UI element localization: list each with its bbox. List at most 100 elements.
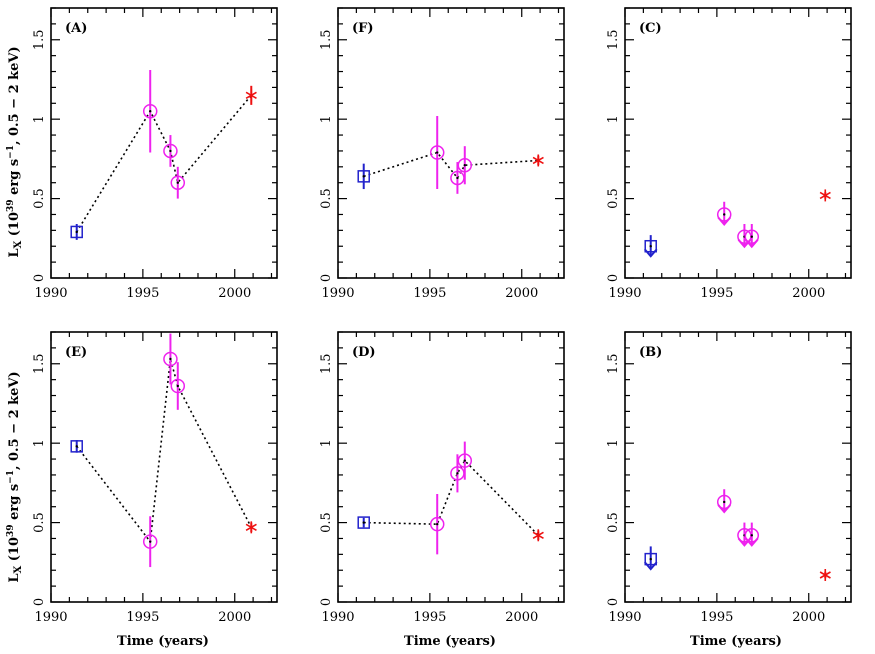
- panel-label: (F): [352, 21, 374, 36]
- star-marker: [819, 569, 831, 581]
- plot-frame: [337, 331, 565, 603]
- panel-label: (D): [352, 345, 376, 360]
- center-dot: [436, 151, 439, 154]
- y-tick-label: 0: [606, 274, 621, 282]
- y-tick-label: 0: [606, 598, 621, 606]
- center-dot: [169, 149, 172, 153]
- y-tick-label: 0: [32, 274, 47, 282]
- circle-marker: [142, 534, 158, 549]
- y-tick-label: 0.5: [32, 512, 47, 533]
- square-marker: [70, 225, 83, 239]
- x-axis-title-middle: Time (years): [404, 634, 496, 649]
- circle-marker: [429, 516, 445, 532]
- x-tick-label: 1990: [608, 286, 641, 301]
- center-dot: [463, 164, 466, 167]
- square-marker: [70, 440, 83, 453]
- y-tick-label: 1: [606, 439, 621, 447]
- center-dot: [649, 245, 652, 248]
- panel-label: (E): [65, 345, 87, 360]
- center-dot: [463, 459, 466, 462]
- panel-5: 1990 1995 2000 0 0.5 1 1.5 (B): [606, 331, 852, 625]
- x-tick-label: 1995: [413, 610, 446, 625]
- y-tick-label: 0.5: [606, 512, 621, 533]
- x-tick-label: 2000: [218, 610, 251, 625]
- x-tick-label: 1990: [321, 610, 354, 625]
- star-marker: [245, 521, 257, 534]
- center-dot: [750, 235, 753, 238]
- x-tick-label: 2000: [792, 610, 825, 625]
- x-tick-label: 2000: [505, 286, 538, 301]
- star-marker: [245, 89, 257, 102]
- x-axis-title-right: Time (years): [690, 634, 782, 649]
- y-tick-label: 1: [319, 439, 334, 447]
- connecting-line: [363, 151, 539, 180]
- circle-marker: [744, 528, 760, 543]
- circle-marker: [716, 207, 732, 222]
- y-tick-label: 1: [606, 115, 621, 123]
- y-tick-label: 1.5: [606, 353, 621, 374]
- connecting-line: [76, 94, 252, 233]
- circle-marker: [744, 229, 760, 244]
- y-tick-label: 0.5: [319, 188, 334, 209]
- connecting-line: [76, 358, 252, 544]
- y-tick-label: 0.5: [32, 188, 47, 209]
- circle-marker: [457, 453, 473, 468]
- plot-frame: [624, 331, 852, 603]
- y-tick-label: 0: [32, 598, 47, 606]
- circle-marker: [716, 494, 732, 510]
- center-dot: [456, 176, 459, 180]
- y-tick-label: 1: [32, 115, 47, 123]
- x-axis-title-left: Time (years): [117, 634, 209, 649]
- square-marker: [357, 516, 370, 529]
- star-marker: [819, 189, 831, 202]
- x-tick-label: 1995: [126, 610, 159, 625]
- plot-frame: [50, 7, 278, 279]
- y-axis-title-top: LX (1039 erg s−1, 0.5 − 2 keV): [6, 46, 24, 257]
- x-tick-label: 2000: [218, 286, 251, 301]
- center-dot: [723, 500, 726, 504]
- plot-frame: [624, 7, 852, 279]
- x-tick-label: 1990: [34, 286, 67, 301]
- center-dot: [149, 540, 152, 543]
- x-tick-label: 1995: [700, 610, 733, 625]
- y-tick-label: 0.5: [606, 188, 621, 209]
- center-dot: [75, 445, 78, 448]
- circle-marker: [163, 143, 178, 159]
- center-dot: [75, 230, 78, 234]
- circle-marker: [163, 351, 178, 367]
- center-dot: [169, 357, 172, 361]
- panel-label: (A): [65, 21, 87, 36]
- center-dot: [149, 110, 152, 113]
- center-dot: [362, 521, 365, 524]
- square-marker: [357, 170, 370, 183]
- y-tick-label: 1.5: [319, 353, 334, 374]
- circle-marker: [170, 175, 186, 190]
- y-tick-label: 1.5: [319, 29, 334, 50]
- center-dot: [750, 534, 753, 537]
- panel-label: (C): [639, 21, 662, 36]
- center-dot: [436, 522, 439, 526]
- circle-marker: [170, 378, 186, 394]
- x-tick-label: 2000: [505, 610, 538, 625]
- center-dot: [176, 384, 179, 388]
- x-tick-label: 1995: [126, 286, 159, 301]
- plot-frame: [50, 331, 278, 603]
- x-tick-label: 1995: [413, 286, 446, 301]
- circle-marker: [142, 103, 158, 119]
- star-marker: [532, 154, 544, 167]
- center-dot: [176, 181, 179, 184]
- center-dot: [362, 175, 365, 178]
- x-tick-label: 1990: [34, 610, 67, 625]
- y-tick-label: 0: [319, 274, 334, 282]
- square-marker: [644, 552, 657, 566]
- panel-label: (B): [639, 345, 662, 360]
- x-tick-label: 1990: [608, 610, 641, 625]
- panel-0: 1990 1995 2000 0 0.5 1 1.5 (A): [32, 7, 278, 301]
- y-tick-label: 1.5: [32, 29, 47, 50]
- center-dot: [649, 557, 652, 561]
